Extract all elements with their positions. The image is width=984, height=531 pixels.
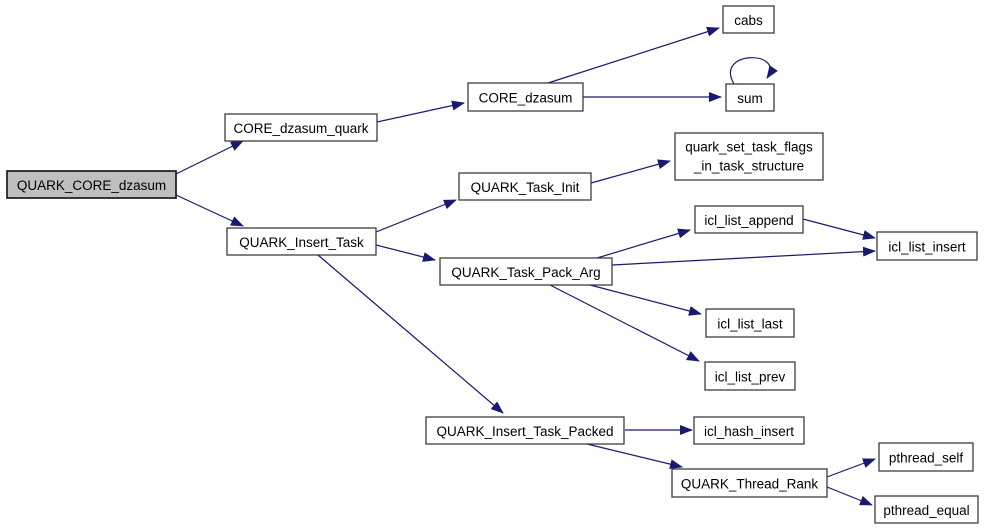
node-box	[878, 442, 974, 472]
node-label-line2: _in_task_structure	[693, 159, 804, 174]
edge-quark-thread-rank--pthread-self	[826, 458, 876, 478]
node-label: icl_list_append	[704, 213, 793, 228]
node-label: QUARK_Insert_Task_Packed	[436, 424, 613, 439]
node-box	[694, 205, 804, 234]
node-icl-list-append[interactable]: icl_list_append	[694, 205, 804, 234]
edges-layer	[175, 26, 876, 506]
node-box-highlighted	[6, 170, 177, 199]
node-core-dzasum[interactable]: CORE_dzasum	[467, 82, 584, 112]
edge-quark-task-pack-arg--icl-list-append	[596, 228, 691, 259]
edge-quark-task-pack-arg--icl-list-last	[589, 284, 702, 316]
node-box	[224, 113, 378, 142]
node-label: QUARK_CORE_dzasum	[17, 178, 166, 193]
node-box	[458, 172, 592, 201]
node-label: pthread_self	[889, 451, 964, 466]
node-pthread-self[interactable]: pthread_self	[878, 442, 974, 472]
node-label: QUARK_Thread_Rank	[681, 477, 819, 492]
node-box	[467, 82, 584, 112]
edge-quark-core-dzasum--core-dzasum-quark	[175, 140, 244, 175]
node-label-line1: quark_set_task_flags	[685, 140, 813, 155]
node-box	[226, 227, 377, 256]
node-icl-list-last[interactable]: icl_list_last	[705, 308, 795, 338]
edge-core-dzasum--cabs	[547, 26, 720, 84]
node-box	[439, 257, 613, 286]
edge-quark-insert-task-packed--quark-thread-rank	[586, 443, 683, 470]
node-box	[705, 308, 795, 338]
node-sum[interactable]: sum	[725, 83, 775, 112]
node-pthread-equal[interactable]: pthread_equal	[874, 495, 979, 524]
edge-quark-task-pack-arg--icl-list-insert	[611, 246, 876, 266]
node-label: pthread_equal	[883, 503, 969, 518]
node-quark-set-task-flags-in-task-structure[interactable]: quark_set_task_flags _in_task_structure	[674, 132, 824, 181]
node-icl-hash-insert[interactable]: icl_hash_insert	[693, 416, 805, 445]
edge-icl-list-append--icl-list-insert	[802, 218, 876, 240]
edge-quark-insert-task--quark-insert-task-packed	[317, 254, 504, 414]
node-label: QUARK_Task_Pack_Arg	[451, 265, 600, 280]
node-box	[671, 468, 828, 498]
node-label: QUARK_Task_Init	[471, 180, 580, 195]
node-quark-thread-rank[interactable]: QUARK_Thread_Rank	[671, 468, 828, 498]
edge-core-dzasum-quark--core-dzasum	[376, 100, 465, 123]
node-box	[725, 83, 775, 112]
node-label: QUARK_Insert_Task	[239, 235, 364, 250]
edge-quark-task-init--quark-set-task-flags	[590, 159, 671, 184]
node-quark-insert-task[interactable]: QUARK_Insert_Task	[226, 227, 377, 256]
edge-quark-task-pack-arg--icl-list-prev	[549, 284, 700, 362]
node-quark-core-dzasum[interactable]: QUARK_CORE_dzasum	[6, 170, 177, 199]
node-label: sum	[737, 91, 763, 106]
node-box	[722, 5, 775, 34]
node-label: CORE_dzasum_quark	[233, 121, 368, 136]
node-box	[874, 495, 979, 524]
node-label: icl_list_last	[717, 317, 783, 332]
node-box	[704, 361, 796, 391]
node-label: cabs	[734, 13, 763, 28]
node-quark-task-pack-arg[interactable]: QUARK_Task_Pack_Arg	[439, 257, 613, 286]
node-core-dzasum-quark[interactable]: CORE_dzasum_quark	[224, 113, 378, 142]
node-label: icl_list_prev	[715, 370, 786, 385]
edge-quark-insert-task--quark-task-pack-arg	[375, 244, 436, 262]
node-quark-task-init[interactable]: QUARK_Task_Init	[458, 172, 592, 201]
node-box	[674, 132, 824, 181]
edge-sum--sum-self-loop	[730, 57, 778, 85]
node-box	[876, 231, 978, 261]
node-label: icl_hash_insert	[704, 424, 794, 439]
edge-quark-core-dzasum--quark-insert-task	[175, 194, 244, 227]
edge-quark-insert-task--quark-task-init	[375, 199, 457, 233]
node-box	[425, 416, 625, 445]
edge-quark-thread-rank--pthread-equal	[826, 486, 873, 506]
nodes-layer: QUARK_CORE_dzasum CORE_dzasum_quark QUAR…	[6, 5, 979, 524]
node-box	[693, 416, 805, 445]
node-icl-list-prev[interactable]: icl_list_prev	[704, 361, 796, 391]
node-label: icl_list_insert	[888, 240, 966, 255]
node-cabs[interactable]: cabs	[722, 5, 775, 34]
node-icl-list-insert[interactable]: icl_list_insert	[876, 231, 978, 261]
node-label: CORE_dzasum	[479, 91, 573, 106]
node-quark-insert-task-packed[interactable]: QUARK_Insert_Task_Packed	[425, 416, 625, 445]
